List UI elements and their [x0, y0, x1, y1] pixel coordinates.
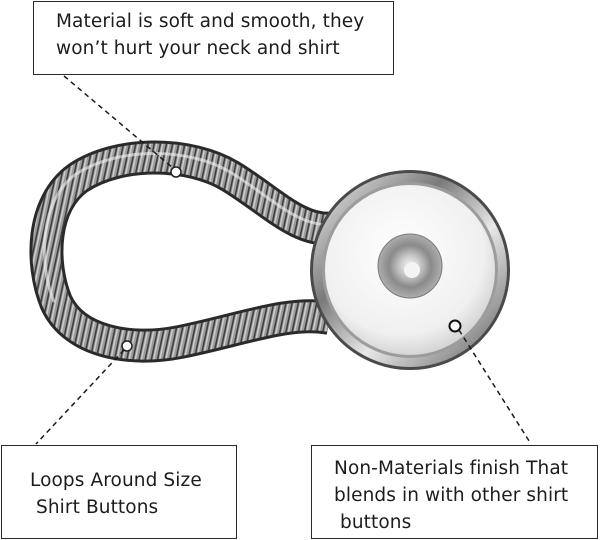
callout-material: Material is soft and smooth, they won’t …	[33, 1, 394, 75]
leader-line-top	[63, 75, 174, 169]
callout-line: Loops Around Size	[30, 470, 202, 491]
leader-line-left	[35, 349, 125, 445]
callout-line: blends in with other shirt	[334, 485, 569, 506]
callout-finish: Non-Materials finish That blends in with…	[311, 445, 598, 539]
pointer-dot-icon	[170, 166, 182, 178]
callout-line: Material is soft and smooth, they	[56, 11, 365, 32]
callout-line: buttons	[340, 512, 412, 533]
callout-line: Shirt Buttons	[36, 497, 159, 518]
callout-line: Non-Materials finish That	[334, 458, 569, 479]
pointer-dot-icon	[121, 340, 133, 352]
leader-line-right	[458, 329, 532, 445]
callout-loops: Loops Around Size Shirt Buttons	[1, 445, 237, 539]
callout-line: won’t hurt your neck and shirt	[56, 38, 340, 59]
pointer-dot-icon	[448, 319, 462, 333]
coil-spring-illustration	[29, 140, 338, 363]
button-head-illustration	[310, 170, 510, 370]
